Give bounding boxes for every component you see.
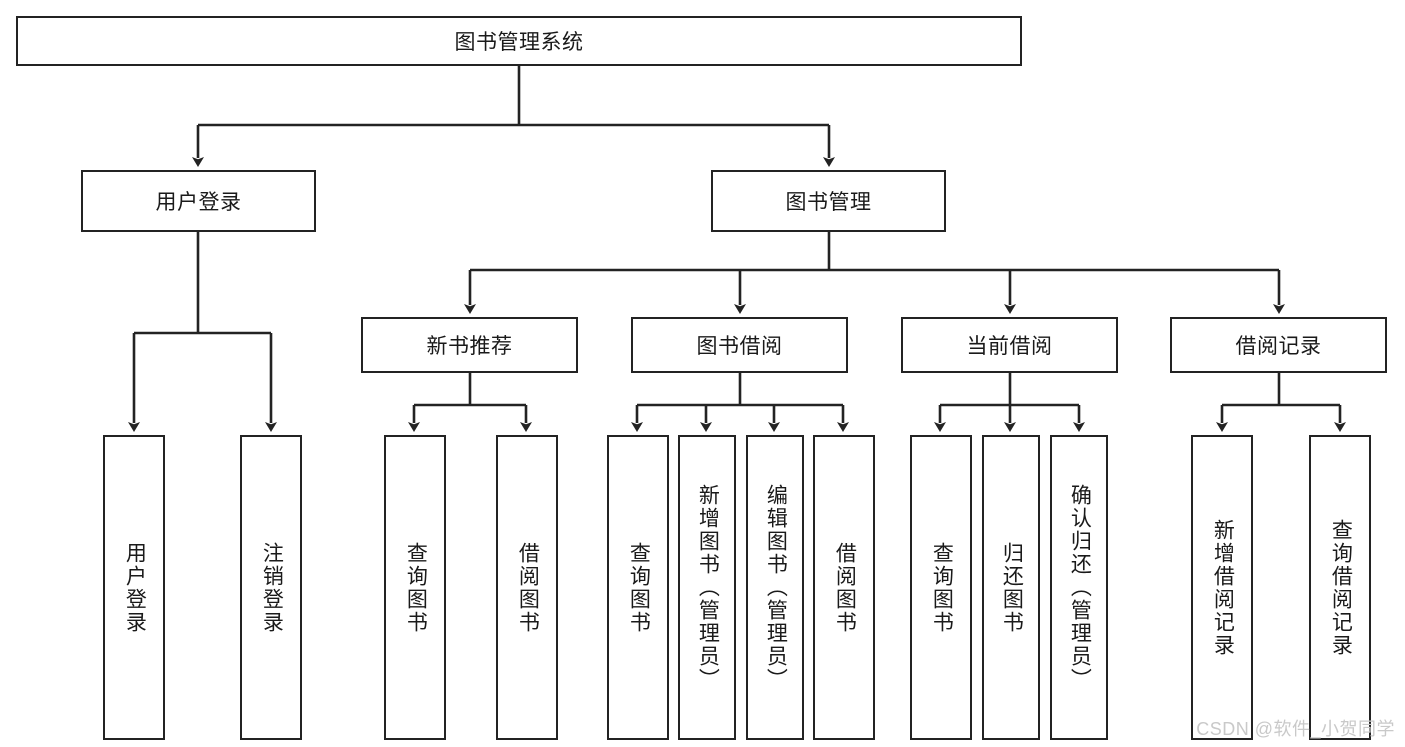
leaf-add-book-admin[interactable]: 新增图书（管理员）: [678, 435, 736, 740]
node-current-borrow[interactable]: 当前借阅: [901, 317, 1118, 373]
leaf-query-book-recommend[interactable]: 查询图书: [384, 435, 446, 740]
node-root-system[interactable]: 图书管理系统: [16, 16, 1022, 66]
leaf-label: 查询图书: [627, 541, 651, 634]
leaf-query-book-current[interactable]: 查询图书: [910, 435, 972, 740]
leaf-label: 确认归还（管理员）: [1068, 484, 1092, 691]
node-borrow-record[interactable]: 借阅记录: [1170, 317, 1387, 373]
leaf-user-login[interactable]: 用户登录: [103, 435, 165, 740]
leaf-label: 查询图书: [404, 541, 428, 634]
leaf-label: 注销登录: [260, 541, 284, 634]
leaf-label: 用户登录: [123, 541, 147, 634]
node-user-login[interactable]: 用户登录: [81, 170, 316, 232]
leaf-label: 借阅图书: [833, 541, 857, 634]
leaf-borrow-book[interactable]: 借阅图书: [813, 435, 875, 740]
leaf-user-logout[interactable]: 注销登录: [240, 435, 302, 740]
leaf-label: 查询图书: [930, 541, 954, 634]
leaf-query-borrow-record[interactable]: 查询借阅记录: [1309, 435, 1371, 740]
leaf-query-book[interactable]: 查询图书: [607, 435, 669, 740]
leaf-add-borrow-record[interactable]: 新增借阅记录: [1191, 435, 1253, 740]
leaf-edit-book-admin[interactable]: 编辑图书（管理员）: [746, 435, 804, 740]
leaf-label: 归还图书: [1000, 541, 1024, 634]
leaf-confirm-return-admin[interactable]: 确认归还（管理员）: [1050, 435, 1108, 740]
node-new-book-recommend[interactable]: 新书推荐: [361, 317, 578, 373]
node-book-borrow[interactable]: 图书借阅: [631, 317, 848, 373]
leaf-label: 查询借阅记录: [1329, 518, 1353, 657]
leaf-label: 新增图书（管理员）: [696, 484, 720, 691]
leaf-borrow-book-recommend[interactable]: 借阅图书: [496, 435, 558, 740]
leaf-label: 编辑图书（管理员）: [764, 484, 788, 691]
leaf-label: 借阅图书: [516, 541, 540, 634]
node-book-management[interactable]: 图书管理: [711, 170, 946, 232]
leaf-return-book[interactable]: 归还图书: [982, 435, 1040, 740]
leaf-label: 新增借阅记录: [1211, 518, 1235, 657]
